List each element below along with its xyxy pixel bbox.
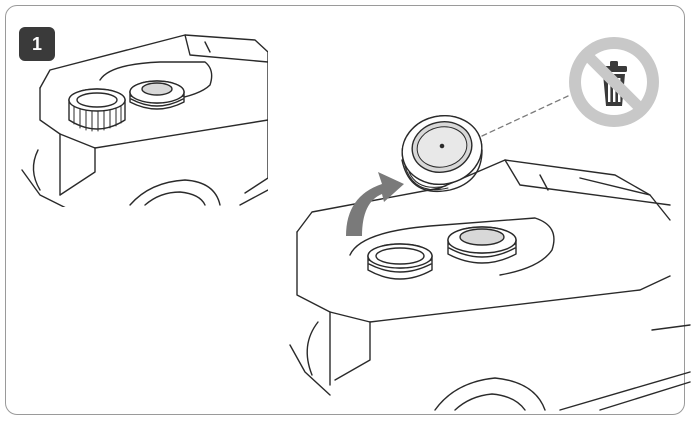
main-ink-tank (289, 159, 691, 411)
no-trash-icon (569, 37, 659, 127)
step-number-badge: 1 (19, 27, 55, 61)
inset-ink-tank (21, 34, 269, 211)
dashed-leader-line (481, 95, 569, 137)
removed-cap (401, 115, 483, 192)
curved-arrow-icon (346, 172, 404, 236)
